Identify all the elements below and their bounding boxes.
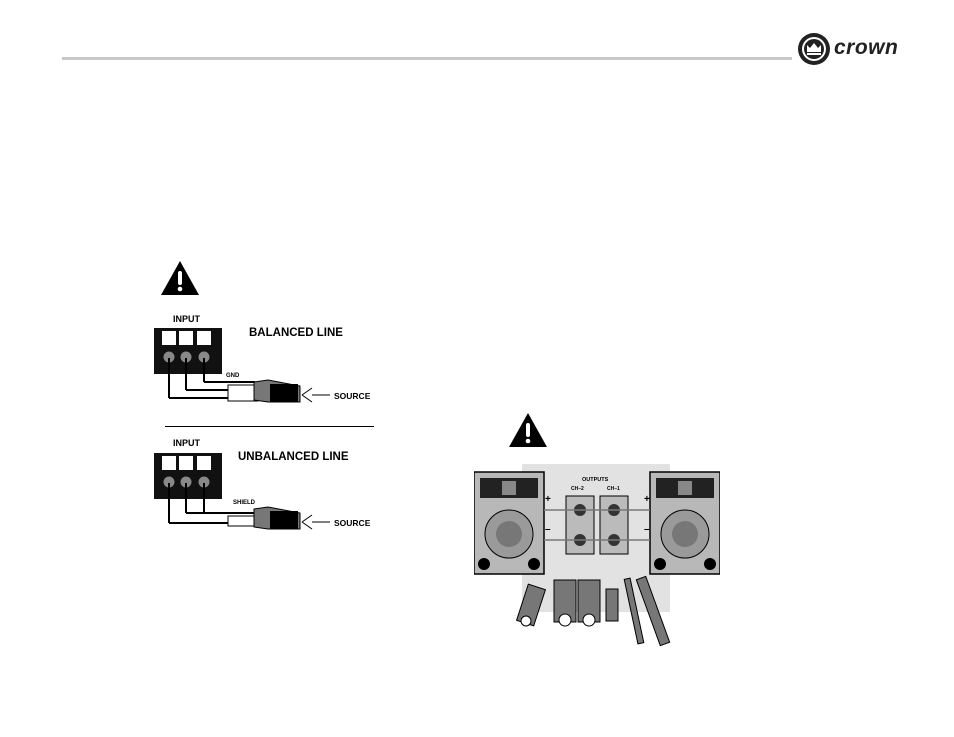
warning-icon xyxy=(508,412,548,448)
speaker-output-illustration: OUTPUTS CH–2 CH–1 + + – – xyxy=(474,464,720,654)
header-rule xyxy=(62,57,792,60)
balanced-line-diagram: INPUT BALANCED LINE GND SOURCE xyxy=(150,310,380,410)
warning-icon xyxy=(160,260,200,296)
source-label: SOURCE xyxy=(334,391,370,401)
minus-label-right: – xyxy=(644,524,650,535)
brand-wordmark: crown xyxy=(834,36,898,60)
minus-label-left: – xyxy=(545,524,551,535)
ch1-label: CH–1 xyxy=(607,486,620,492)
unbalanced-line-diagram: INPUT UNBALANCED LINE SHIELD SOURCE xyxy=(150,435,380,535)
divider xyxy=(165,426,374,427)
speaker-wiring xyxy=(474,464,720,654)
plus-label-left: + xyxy=(545,494,551,505)
outputs-label: OUTPUTS xyxy=(582,477,608,483)
crown-logo-icon xyxy=(796,30,832,68)
crown-logo: crown xyxy=(796,30,916,68)
plus-label-right: + xyxy=(644,494,650,505)
gnd-label: GND xyxy=(226,373,239,379)
shield-label: SHIELD xyxy=(233,500,255,506)
source-label: SOURCE xyxy=(334,518,370,528)
ch2-label: CH–2 xyxy=(571,486,584,492)
